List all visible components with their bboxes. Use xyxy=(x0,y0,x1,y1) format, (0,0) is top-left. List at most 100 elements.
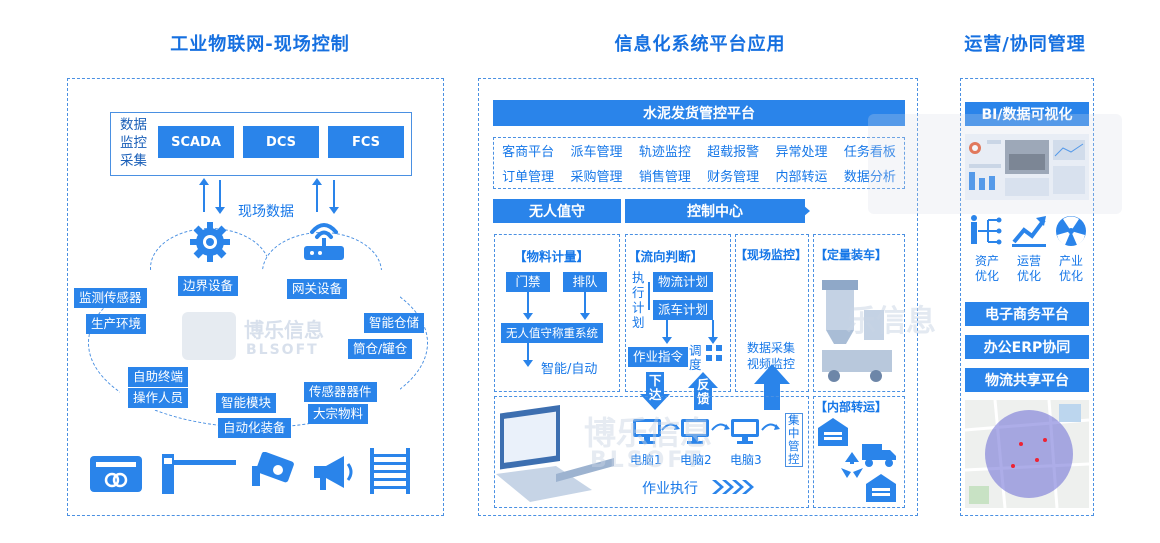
computer-3-icon xyxy=(731,419,759,444)
chip-terminal: 自助终端 xyxy=(128,367,189,387)
job-order-button[interactable]: 作业指令 xyxy=(628,347,689,367)
control-center-arrow xyxy=(796,199,810,223)
plan-arrow xyxy=(662,320,672,344)
system-scada: SCADA xyxy=(158,126,234,158)
computer-1-icon xyxy=(633,419,661,444)
chip-sensor: 监测传感器 xyxy=(74,288,147,308)
chip-operator: 操作人员 xyxy=(128,388,189,408)
plan-connector xyxy=(648,282,650,310)
computer-2-label: 电脑2 xyxy=(680,453,712,467)
grid-item[interactable]: 超载报警 xyxy=(707,145,760,160)
panel-info xyxy=(478,78,918,516)
industry-optimize-icon xyxy=(1056,216,1086,246)
edge-device-label: 边界设备 xyxy=(178,276,239,296)
laptop-screen-image xyxy=(496,405,614,502)
grid-item[interactable]: 数据分析 xyxy=(843,170,896,185)
job-exec-label: 作业执行 xyxy=(642,481,698,497)
grid-item[interactable]: 客商平台 xyxy=(502,145,555,160)
loading-title: 【定量装车】 xyxy=(815,248,888,262)
section-title-info: 信息化系统平台应用 xyxy=(614,34,786,55)
recycle-icon xyxy=(841,452,863,478)
flow-title: 【流向判断】 xyxy=(628,249,704,264)
truck-icon xyxy=(862,444,896,467)
watermark-logo xyxy=(182,312,236,360)
grid-item[interactable]: 订单管理 xyxy=(502,170,555,185)
kpi-industry-label: 产业 优化 xyxy=(1059,254,1084,283)
internal-box xyxy=(813,396,905,508)
chip-bulk: 大宗物料 xyxy=(308,404,369,424)
computer-link-arrows xyxy=(661,423,780,431)
queue-arrow xyxy=(580,292,590,320)
silo-truck-icon xyxy=(822,280,892,382)
queue-button[interactable]: 排队 xyxy=(563,272,607,292)
arrow-down-left xyxy=(215,180,225,214)
central-control-label: 集 中 管 控 xyxy=(788,413,800,466)
grid-item[interactable]: 财务管理 xyxy=(707,170,760,185)
operation-optimize-icon xyxy=(1012,216,1046,247)
job-exec-chevrons xyxy=(712,480,754,494)
grid-item[interactable]: 任务看板 xyxy=(843,145,896,160)
logistics-button[interactable]: 物流共享平台 xyxy=(965,368,1089,392)
camera-icon xyxy=(252,452,294,486)
logistics-plan-button[interactable]: 物流计划 xyxy=(653,272,714,292)
monitor-title: 【现场监控】 xyxy=(735,248,808,262)
dispatch-plan-button[interactable]: 派车计划 xyxy=(653,300,714,320)
ecommerce-button[interactable]: 电子商务平台 xyxy=(965,302,1089,326)
execution-box xyxy=(494,396,809,508)
down-arrow-shape xyxy=(640,372,670,410)
exec-plan-label: 执 行 计 划 xyxy=(632,270,645,330)
section-title-iiot: 工业物联网-现场控制 xyxy=(170,34,350,55)
smart-auto-label: 智能/自动 xyxy=(541,362,598,377)
barrier-gate-icon xyxy=(162,454,236,494)
section-title-ops: 运营/协同管理 xyxy=(964,34,1086,55)
grid-item[interactable]: 采购管理 xyxy=(570,170,623,185)
grid-item[interactable]: 派车管理 xyxy=(570,145,623,160)
computer-2-icon xyxy=(681,419,709,444)
dashboard-image xyxy=(965,134,1089,200)
management-grid: 客商平台 派车管理 轨迹监控 超载报警 异常处理 任务看板 订单管理 采购管理 … xyxy=(493,137,905,189)
gate-button[interactable]: 门禁 xyxy=(506,272,550,292)
monitor-text: 数据采集 视频监控 xyxy=(747,341,796,371)
internal-title: 【内部转运】 xyxy=(815,400,888,414)
chip-module: 智能模块 xyxy=(216,393,277,413)
asset-optimize-icon xyxy=(971,215,1002,245)
dispatch-arrow xyxy=(708,320,718,344)
chip-automation: 自动化装备 xyxy=(218,418,291,438)
warehouse-2-icon xyxy=(866,474,896,502)
watermark-logo-3 xyxy=(868,114,1122,214)
feedback-arrow-shape xyxy=(688,372,718,410)
kpi-asset-label: 资产 优化 xyxy=(975,254,1000,283)
panel-iiot xyxy=(67,78,444,516)
weigh-system-button[interactable]: 无人值守称重系统 xyxy=(501,323,603,343)
acquisition-box xyxy=(110,112,412,176)
gate-arrow xyxy=(523,292,533,320)
erp-button[interactable]: 办公ERP协同 xyxy=(965,335,1089,359)
grid-item[interactable]: 轨迹监控 xyxy=(638,145,691,160)
grid-item[interactable]: 异常处理 xyxy=(775,145,828,160)
kpi-operation-label: 运营 优化 xyxy=(1017,254,1042,283)
gateway-device-label: 网关设备 xyxy=(287,279,348,299)
system-dcs: DCS xyxy=(243,126,319,158)
dispatch-icon xyxy=(706,345,722,361)
central-control-box xyxy=(785,413,803,467)
field-data-label: 现场数据 xyxy=(238,204,294,220)
grid-item[interactable]: 销售管理 xyxy=(638,170,691,185)
arrow-up-right xyxy=(312,178,322,212)
grid-item[interactable]: 内部转运 xyxy=(775,170,828,185)
monitor-up-arrow xyxy=(754,364,790,410)
material-title: 【物料计量】 xyxy=(514,249,590,264)
weigh-arrow xyxy=(523,343,533,367)
unattended-bar: 无人值守 xyxy=(493,199,621,223)
warehouse-icon xyxy=(818,418,848,446)
chip-silo: 筒仓/罐仓 xyxy=(348,339,413,359)
chip-env: 生产环境 xyxy=(86,314,147,334)
arrow-down-right xyxy=(329,180,339,214)
platform-title: 水泥发货管控平台 xyxy=(493,100,905,126)
gear-icon xyxy=(190,222,230,262)
bi-title: BI/数据可视化 xyxy=(965,102,1089,126)
dispatch-label: 调 度 xyxy=(689,343,702,372)
computer-3-label: 电脑3 xyxy=(730,453,762,467)
flow-box xyxy=(625,234,731,392)
card-reader-icon xyxy=(90,456,142,492)
map-image xyxy=(965,400,1089,508)
